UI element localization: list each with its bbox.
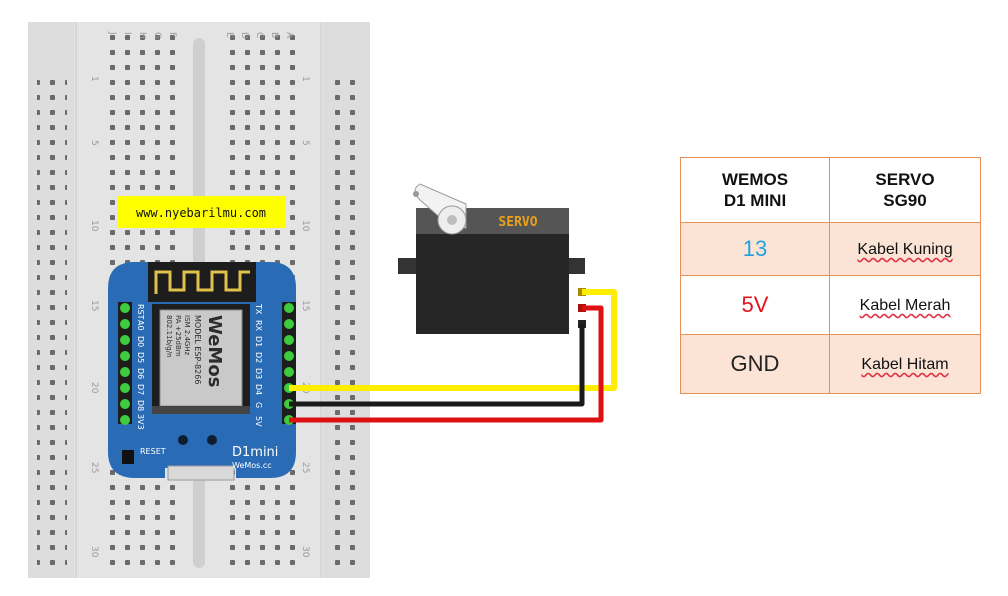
header-pins-right <box>282 302 296 425</box>
board-spec-line-1: ISM 2.4GHz <box>183 315 191 356</box>
board-spec-line-2: PA +25dBm <box>174 315 182 357</box>
pin-label-g: G <box>254 402 263 408</box>
wire-black <box>289 324 585 407</box>
pin-label-d1: D1 <box>254 336 263 347</box>
website-label-bg <box>117 196 286 228</box>
antenna-area <box>148 262 256 302</box>
pin-label-d7: D7 <box>136 384 145 395</box>
pin-label-5v: 5V <box>254 416 263 427</box>
row-number-30-left: 30 <box>89 546 99 558</box>
row-number-1-left: 1 <box>89 76 99 82</box>
board-brand-footer: WeMos.cc <box>232 461 272 470</box>
col-letter-d: D <box>239 32 249 39</box>
col-letter-b: B <box>269 32 279 38</box>
board-model-text: MODEL ESP-8266 <box>193 315 202 384</box>
row-2-pin-cell: 5V <box>680 275 830 335</box>
wires <box>289 289 617 423</box>
board-spec-line-3: 802.11b/g/n <box>165 315 173 358</box>
col-letter-j: J <box>107 31 117 35</box>
pin-label-rx: RX <box>254 320 263 332</box>
row-number-20-left: 20 <box>89 382 99 394</box>
wire-red <box>289 305 604 423</box>
pin-label-tx: TX <box>254 303 263 315</box>
header-wemos: WEMOS D1 MINI <box>680 157 830 223</box>
reset-label: RESET <box>140 447 166 456</box>
esp-shield <box>159 309 243 407</box>
col-letter-a: A <box>284 32 294 39</box>
servo-sg90: SERVO <box>398 183 586 334</box>
col-letter-g: G <box>152 32 162 39</box>
pin-label-d3: D3 <box>254 368 263 379</box>
row-2-cable: Kabel Merah <box>859 297 951 314</box>
wire-yellow <box>289 289 617 391</box>
header-servo-text: SERVO SG90 <box>875 170 935 210</box>
reset-button <box>122 450 134 464</box>
header-servo: SERVO SG90 <box>829 157 981 223</box>
header-wemos-text: WEMOS D1 MINI <box>721 170 789 210</box>
board-name: D1mini <box>232 445 278 460</box>
col-letter-f: F <box>167 32 177 37</box>
col-letter-e: E <box>224 32 234 38</box>
row-number-25-right: 25 <box>300 462 310 473</box>
row-number-10-left: 10 <box>89 220 99 232</box>
connection-table: WEMOS D1 MINI SERVO SG90 13 Kabel Kuning… <box>680 157 981 394</box>
row-1-pin-cell: 13 <box>680 222 830 276</box>
row-1-cable-cell: Kabel Kuning <box>829 222 981 276</box>
row-2-cable-cell: Kabel Merah <box>829 275 981 335</box>
row-number-30-right: 30 <box>300 546 310 558</box>
pin-label-d8: D8 <box>136 400 145 411</box>
row-3-cable-cell: Kabel Hitam <box>829 334 981 394</box>
row-3-cable: Kabel Hitam <box>861 356 949 373</box>
pin-label-d2: D2 <box>254 352 263 363</box>
row-3-pin-cell: GND <box>680 334 830 394</box>
servo-body <box>416 218 569 334</box>
board-brand-text: WeMos <box>204 315 225 387</box>
row-number-10-right: 10 <box>300 220 310 232</box>
pin-label-3v3: 3V3 <box>136 414 145 430</box>
row-number-15-left: 15 <box>89 300 99 311</box>
antenna-trace <box>154 270 250 294</box>
servo-label: SERVO <box>498 215 537 230</box>
rail-holes-left <box>37 70 67 570</box>
row-3-pin: GND <box>730 351 780 376</box>
row-number-5-left: 5 <box>89 140 99 146</box>
col-letter-i: I <box>122 32 132 35</box>
website-label-text: www.nyebarilmu.com <box>136 206 266 220</box>
pin-label-d6: D6 <box>136 368 145 379</box>
col-letter-h: H <box>137 32 147 39</box>
wemos-d1-mini-board: WeMos MODEL ESP-8266 ISM 2.4GHz PA +25dB… <box>108 262 296 481</box>
rail-holes-right <box>332 70 362 570</box>
row-2-pin: 5V <box>741 292 769 317</box>
row-1-pin: 13 <box>742 236 768 261</box>
pin-label-d5: D5 <box>136 352 145 363</box>
row-number-1-right: 1 <box>300 76 310 82</box>
website-label: www.nyebarilmu.com <box>117 196 286 228</box>
pin-label-d0: D0 <box>136 336 145 347</box>
pin-label-a0: A0 <box>136 320 145 331</box>
header-pins-left <box>118 302 132 425</box>
row-number-15-right: 15 <box>300 300 310 311</box>
pin-label-d4: D4 <box>254 384 263 395</box>
row-number-5-right: 5 <box>300 140 310 146</box>
row-number-25-left: 25 <box>89 462 99 473</box>
row-1-cable: Kabel Kuning <box>857 241 953 258</box>
usb-port <box>167 465 235 481</box>
pin-label-rst: RST <box>136 304 145 320</box>
col-letter-c: C <box>254 32 264 38</box>
